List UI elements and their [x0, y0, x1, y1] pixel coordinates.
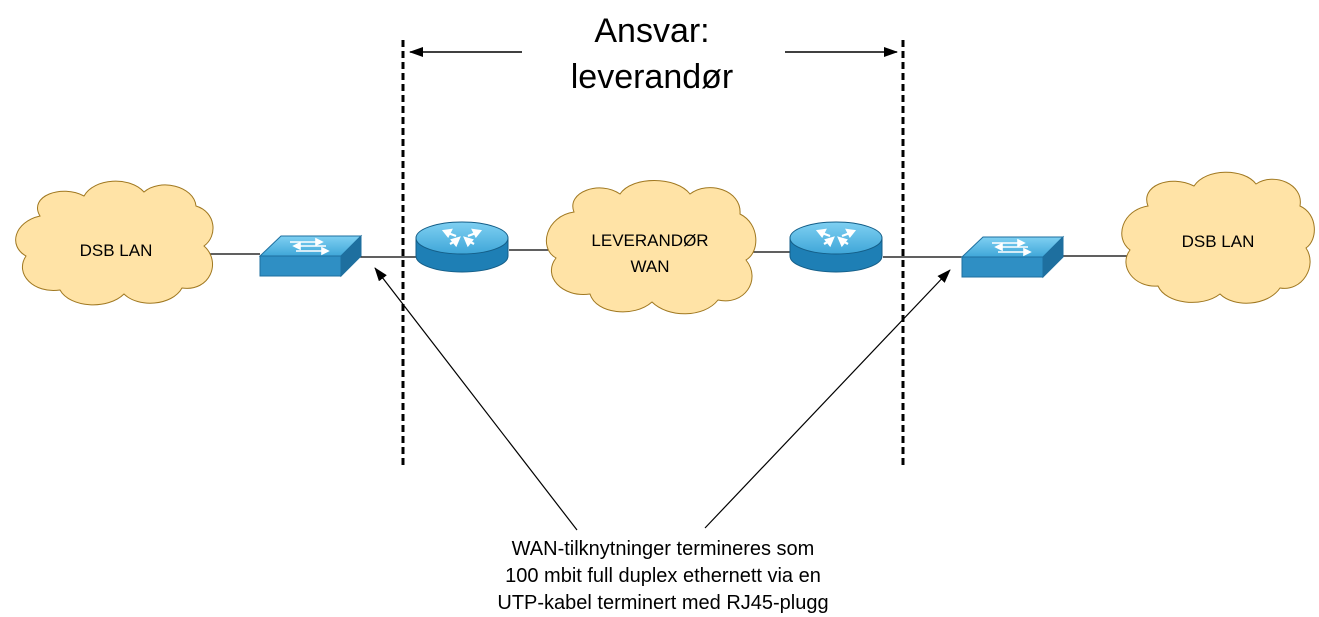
- right-router-top: [789, 221, 883, 255]
- connection-lines: [208, 249, 1128, 258]
- wan-label-line2: WAN: [630, 257, 669, 276]
- note-line3: UTP-kabel terminert med RJ45-plugg: [497, 592, 828, 614]
- switch-icon: [960, 235, 1065, 279]
- router-icon: [789, 221, 883, 273]
- right-lan-cloud: [1121, 171, 1315, 304]
- note-line1: WAN-tilknytninger termineres som: [512, 538, 815, 560]
- right-switch-front: [961, 256, 1044, 278]
- pointer-arrow-left: [374, 267, 578, 531]
- wan-label-line1: LEVERANDØR: [591, 231, 708, 250]
- pointer-arrow-right: [704, 269, 951, 529]
- note-line2: 100 mbit full duplex ethernett via en: [505, 565, 821, 587]
- right-switch-side: [1042, 235, 1064, 279]
- responsibility-title-line2: leverandør: [571, 58, 734, 96]
- left-lan-label: DSB LAN: [80, 241, 153, 260]
- switch-icon: [258, 234, 363, 278]
- cloud-icon: [1121, 171, 1315, 304]
- left-router-top: [415, 221, 509, 255]
- router-icon: [415, 221, 509, 273]
- right-lan-label: DSB LAN: [1182, 232, 1255, 251]
- left-lan-cloud: [15, 180, 214, 306]
- left-switch-side: [340, 234, 362, 278]
- wan-cloud: [545, 180, 757, 315]
- responsibility-title-line1: Ansvar:: [594, 12, 709, 50]
- left-switch-front: [259, 255, 342, 277]
- cloud-icon: [545, 180, 757, 315]
- cloud-icon: [15, 180, 214, 306]
